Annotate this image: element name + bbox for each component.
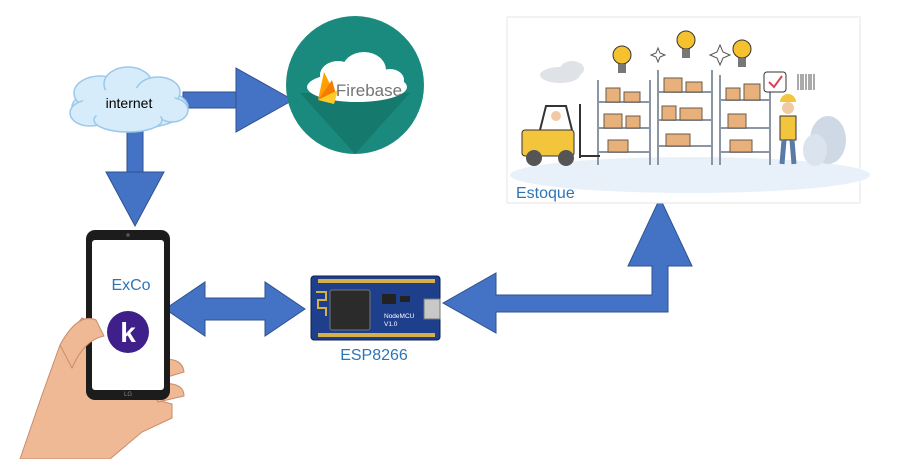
esp8266-board: NodeMCU V1.0 ESP8266 <box>310 275 441 364</box>
warehouse-label: Estoque <box>516 185 575 202</box>
board-silk-line2: V1.0 <box>384 321 398 328</box>
phone-brand-label: LG <box>124 392 132 398</box>
warehouse-illustration: Estoque <box>506 16 870 204</box>
smartphone: LG ExCo k <box>86 230 170 400</box>
firebase-logo: Firebase <box>286 16 424 154</box>
app-icon: k <box>107 311 149 353</box>
worker-icon <box>779 94 797 165</box>
arrow-phone-board-bidirectional <box>164 281 306 337</box>
arrow-board-to-warehouse <box>441 196 693 334</box>
forklift-icon <box>521 104 600 166</box>
board-silk-line1: NodeMCU <box>384 313 415 320</box>
internet-label: internet <box>106 95 153 111</box>
arrow-internet-to-phone <box>105 129 165 228</box>
firebase-label: Firebase <box>336 81 402 100</box>
internet-cloud: internet <box>69 66 189 133</box>
app-name-label: ExCo <box>111 277 150 294</box>
app-icon-letter: k <box>120 317 136 348</box>
arrow-internet-to-firebase <box>182 67 295 133</box>
board-label: ESP8266 <box>340 347 408 364</box>
barcode-icon <box>797 74 815 90</box>
firebase-flame-icon <box>318 72 338 104</box>
lightbulb-icon <box>612 30 752 73</box>
checkmark-icon <box>763 71 787 93</box>
